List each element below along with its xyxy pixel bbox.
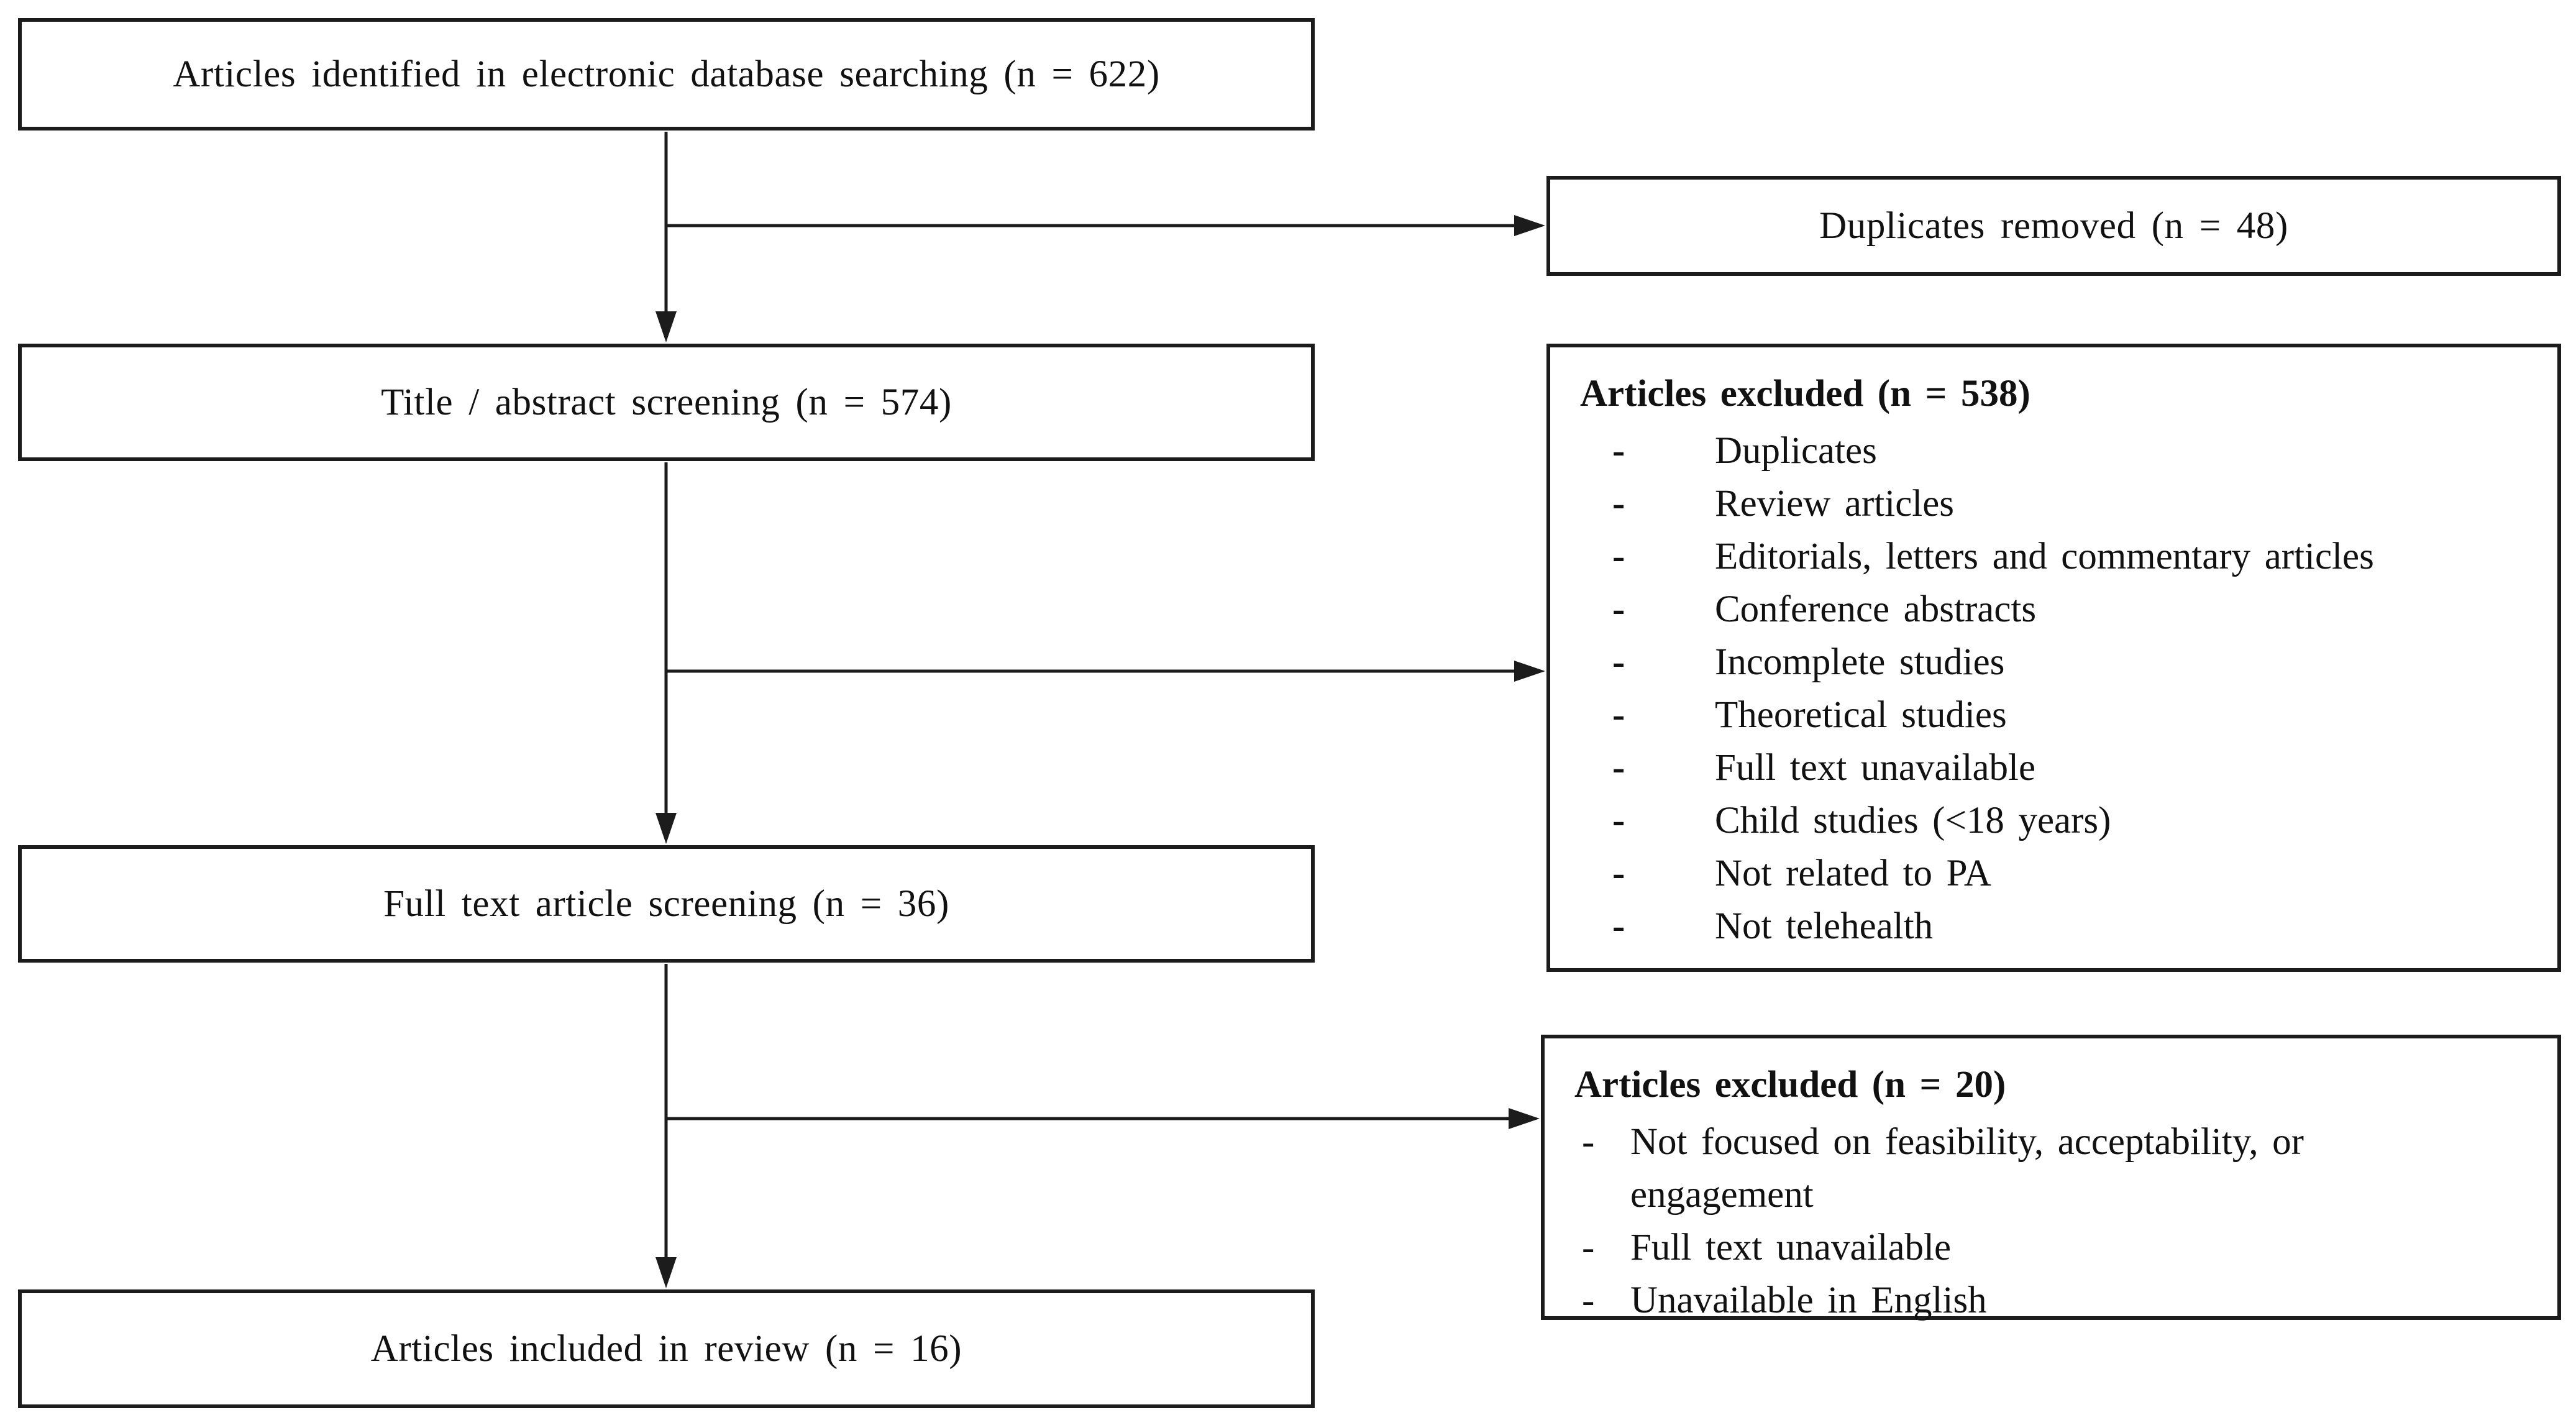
list-item: - Theoretical studies — [1550, 689, 2557, 741]
excluded-full-text-heading: Articles excluded (n = 20) — [1574, 1064, 2006, 1106]
box-identification: Articles identified in electronic databa… — [18, 18, 1315, 131]
list-item: - Not focused on feasibility, acceptabil… — [1545, 1115, 2557, 1221]
list-item: - Not related to PA — [1550, 847, 2557, 900]
arrow-branch-to-duplicates — [666, 215, 1545, 236]
box-duplicates-removed-label: Duplicates removed (n = 48) — [1819, 204, 2288, 247]
excluded-title-abstract-list: - Duplicates - Review articles - Editori… — [1550, 424, 2557, 953]
list-item-text: Full text unavailable — [1630, 1227, 1952, 1268]
box-excluded-title-abstract: Articles excluded (n = 538) - Duplicates… — [1546, 344, 2561, 972]
list-item: - Unavailable in English — [1545, 1274, 2557, 1327]
box-excluded-full-text: Articles excluded (n = 20) - Not focused… — [1541, 1035, 2561, 1321]
list-item-text: Not related to PA — [1715, 853, 1991, 894]
bullet-dash: - — [1582, 1280, 1595, 1321]
list-item-text: Editorials, letters and commentary artic… — [1715, 536, 2374, 577]
bullet-dash: - — [1612, 694, 1625, 736]
box-full-text-screening: Full text article screening (n = 36) — [18, 845, 1315, 963]
box-title-abstract-screening-label: Title / abstract screening (n = 574) — [381, 381, 952, 423]
bullet-dash: - — [1612, 483, 1625, 524]
list-item-text: Review articles — [1715, 483, 1955, 524]
bullet-dash: - — [1612, 853, 1625, 894]
excluded-full-text-list: - Not focused on feasibility, acceptabil… — [1545, 1115, 2557, 1327]
list-item: - Review articles — [1550, 477, 2557, 530]
list-item: - Not telehealth — [1550, 900, 2557, 953]
list-item: - Full text unavailable — [1545, 1221, 2557, 1274]
list-item: - Editorials, letters and commentary art… — [1550, 530, 2557, 583]
list-item-text: Theoretical studies — [1715, 694, 2007, 736]
arrow-identification-to-title-abstract — [655, 132, 677, 342]
list-item: - Incomplete studies — [1550, 636, 2557, 689]
box-included-in-review-label: Articles included in review (n = 16) — [370, 1327, 962, 1370]
arrow-branch-to-excluded-full-text — [666, 1108, 1540, 1129]
box-included-in-review: Articles included in review (n = 16) — [18, 1289, 1315, 1408]
excluded-title-abstract-heading: Articles excluded (n = 538) — [1580, 373, 2030, 414]
list-item: - Conference abstracts — [1550, 583, 2557, 636]
bullet-dash: - — [1612, 536, 1625, 577]
list-item-text: Full text unavailable — [1715, 747, 2036, 789]
arrow-title-abstract-to-full-text — [655, 462, 677, 844]
bullet-dash: - — [1582, 1121, 1595, 1163]
box-duplicates-removed: Duplicates removed (n = 48) — [1546, 176, 2561, 276]
arrow-branch-to-excluded-title-abstract — [666, 661, 1545, 682]
box-full-text-screening-label: Full text article screening (n = 36) — [383, 882, 949, 925]
list-item-text: Incomplete studies — [1715, 641, 2005, 683]
bullet-dash: - — [1582, 1227, 1595, 1268]
bullet-dash: - — [1612, 588, 1625, 630]
list-item: - Child studies (<18 years) — [1550, 794, 2557, 847]
arrow-full-text-to-included — [655, 964, 677, 1288]
bullet-dash: - — [1612, 905, 1625, 947]
bullet-dash: - — [1612, 641, 1625, 683]
list-item: - Full text unavailable — [1550, 741, 2557, 794]
list-item-text: Not focused on feasibility, acceptabilit… — [1630, 1121, 2304, 1216]
bullet-dash: - — [1612, 430, 1625, 472]
box-identification-label: Articles identified in electronic databa… — [173, 53, 1160, 95]
bullet-dash: - — [1612, 747, 1625, 789]
box-title-abstract-screening: Title / abstract screening (n = 574) — [18, 344, 1315, 461]
list-item-text: Unavailable in English — [1630, 1280, 1987, 1321]
bullet-dash: - — [1612, 800, 1625, 841]
list-item-text: Child studies (<18 years) — [1715, 800, 2111, 841]
list-item-text: Duplicates — [1715, 430, 1877, 472]
list-item-text: Not telehealth — [1715, 905, 1934, 947]
list-item-text: Conference abstracts — [1715, 588, 2037, 630]
list-item: - Duplicates — [1550, 424, 2557, 477]
